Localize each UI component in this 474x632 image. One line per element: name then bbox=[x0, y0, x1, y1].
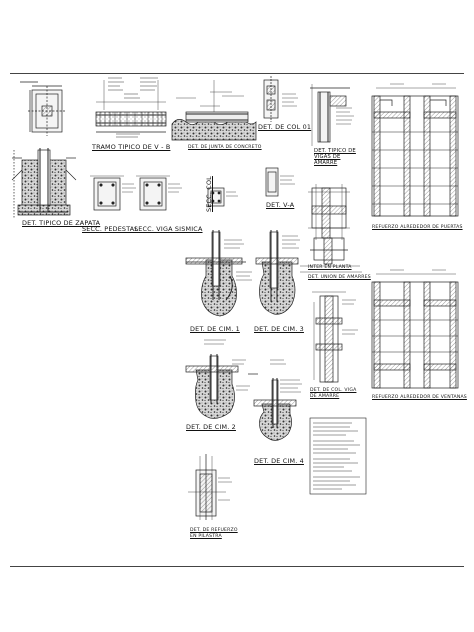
general-notes-block bbox=[309, 417, 367, 495]
zapata-section-detail bbox=[11, 148, 77, 218]
inter-planta-detail bbox=[300, 265, 362, 273]
sheet-bottom-border bbox=[10, 566, 464, 567]
label-det-cim-2: DET. DE CIM. 2 bbox=[186, 423, 236, 431]
label-det-cim-3: DET. DE CIM. 3 bbox=[254, 325, 304, 333]
tramo-tipico-vb-detail bbox=[95, 77, 167, 138]
refuerzo-ventanas-detail bbox=[371, 269, 459, 389]
label-det-junta-concreto: DET. DE JUNTA DE CONCRETO bbox=[188, 145, 262, 150]
label-secc-viga-sismica: SECC. VIGA SISMICA bbox=[134, 225, 203, 233]
label-det-cim-1: DET. DE CIM. 1 bbox=[190, 325, 240, 333]
cimentacion-2-detail bbox=[185, 339, 258, 419]
label-tramo-tipico-vb: TRAMO TIPICO DE V - B bbox=[92, 143, 171, 151]
cimentacion-3-detail bbox=[255, 230, 300, 315]
columna-detail bbox=[263, 76, 298, 122]
label-secc-pedestal: SECC. PEDESTAL bbox=[82, 225, 139, 233]
label-det-tipico-zapata: DET. TIPICO DE ZAPATA bbox=[22, 219, 101, 227]
label-det-va: DET. V-A bbox=[266, 201, 295, 209]
label-det-refuerzo-pilastra: DET. DE REFUERZO EN PILASTRA bbox=[190, 528, 238, 539]
union-amarres-detail bbox=[308, 184, 350, 265]
cimentacion-1-detail bbox=[185, 230, 252, 317]
seccion-viga-sismica-detail bbox=[136, 175, 182, 211]
seccion-pedestal-detail bbox=[90, 175, 136, 211]
label-det-tipico-vigas-amarre: DET. TIPICO DE VIGAS DE AMARRE bbox=[314, 148, 356, 167]
det-va-detail bbox=[265, 167, 295, 197]
zapata-plan-detail bbox=[20, 81, 66, 136]
label-det-union-amarres: DET. UNION DE AMARRES bbox=[308, 275, 371, 280]
refuerzo-pilastra-detail bbox=[188, 454, 232, 520]
label-refuerzo-ventanas: REFUERZO ALREDEDOR DE VENTANAS bbox=[372, 395, 467, 400]
label-secc-col: SECC. COL bbox=[205, 176, 213, 212]
refuerzo-puertas-detail bbox=[371, 83, 459, 217]
cimentacion-4-detail bbox=[253, 359, 302, 441]
label-inter-planta: INTER EN PLANTA bbox=[308, 265, 352, 270]
seccion-col-detail bbox=[207, 187, 238, 207]
sheet-top-border bbox=[10, 73, 464, 74]
vigas-amarre-detail bbox=[310, 84, 354, 146]
label-det-cim-4: DET. DE CIM. 4 bbox=[254, 457, 304, 465]
label-det-columna: DET. DE COL 01 bbox=[258, 123, 312, 131]
label-refuerzo-puertas: REFUERZO ALREDEDOR DE PUERTAS bbox=[372, 225, 463, 230]
junta-concreto-detail bbox=[171, 80, 257, 141]
col-viga-amarre-detail bbox=[312, 291, 358, 383]
label-det-col-viga-amarre: DET. DE COL. VIGA DE AMARRE bbox=[310, 388, 357, 399]
